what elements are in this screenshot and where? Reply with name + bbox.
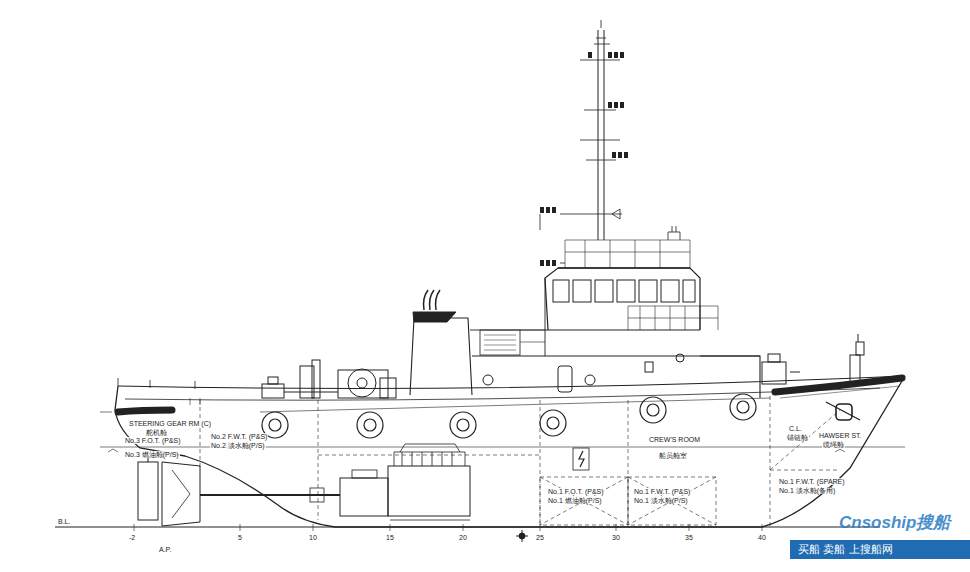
part-label: No.1 F.W.T. (P&S) bbox=[633, 488, 691, 495]
part-label: 缆绳舱 bbox=[822, 441, 845, 448]
part-label: No.1 F.O.T. (P&S) bbox=[547, 488, 605, 495]
frame-number: 30 bbox=[611, 534, 621, 541]
part-label: No.3 F.O.T. (P&S) bbox=[124, 437, 182, 444]
frame-number: -2 bbox=[128, 534, 136, 541]
baseline-mark: B.L. bbox=[57, 518, 71, 525]
frame-number: 25 bbox=[535, 534, 545, 541]
frame-number: 35 bbox=[684, 534, 694, 541]
part-label: No.3 燃油舱(P/S) bbox=[124, 451, 180, 458]
watermark: Cnsoship搜船 bbox=[838, 514, 951, 531]
part-label: No.2 F.W.T. (P&S) bbox=[210, 433, 268, 440]
frame-number: 40 bbox=[757, 534, 767, 541]
part-label: No.2 淡水舱(P/S) bbox=[210, 442, 266, 449]
part-label: CREW'S ROOM bbox=[648, 436, 701, 443]
frame-number: 5 bbox=[237, 534, 243, 541]
frame-number: 10 bbox=[308, 534, 318, 541]
watermark-band: 买船 卖船 上搜船网 bbox=[790, 540, 970, 559]
part-label: No.1 燃油舱(P/S) bbox=[547, 497, 603, 504]
part-label: 船员舱室 bbox=[658, 452, 688, 459]
aft-perpendicular-mark: A.P. bbox=[158, 546, 172, 553]
part-label: HAWSER ST. bbox=[818, 432, 863, 439]
part-label: 舵机舱 bbox=[145, 429, 168, 436]
watermark-text: 买船 卖船 上搜船网 bbox=[798, 543, 893, 556]
part-label: No.1 淡水舱(P/S) bbox=[633, 497, 689, 504]
part-label: C.L. bbox=[788, 425, 803, 432]
frame-number: 20 bbox=[458, 534, 468, 541]
part-label: No.1 F.W.T. (SPARE) bbox=[778, 478, 846, 485]
part-label: 锚链舱 bbox=[786, 434, 809, 441]
part-label: No.1 淡水舱(备用) bbox=[778, 487, 836, 494]
frame-number: 15 bbox=[385, 534, 395, 541]
part-label: STEERING GEAR RM (C) bbox=[128, 420, 212, 427]
